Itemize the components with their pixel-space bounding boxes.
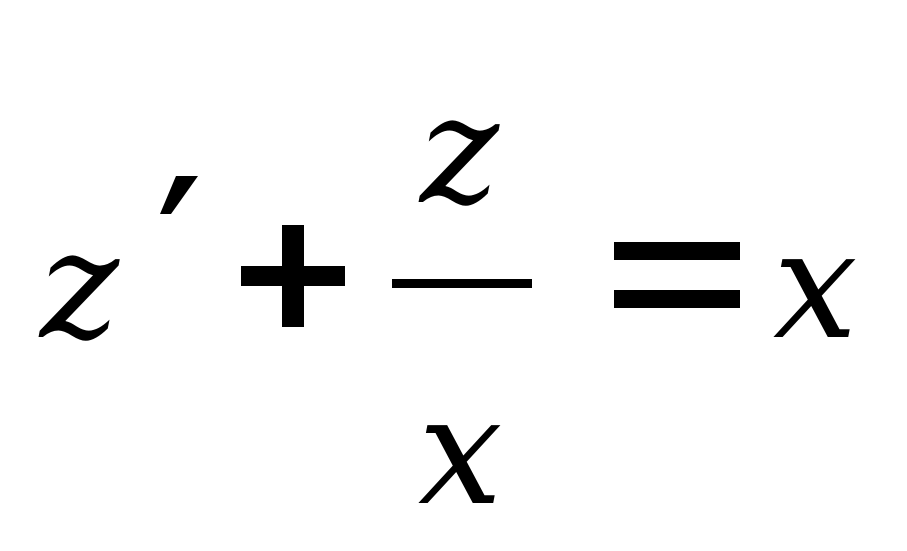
equals-sign — [614, 242, 740, 308]
fraction-numerator-z: z — [418, 64, 500, 238]
fraction-denominator-x: x — [418, 365, 503, 539]
fraction-bar — [392, 279, 532, 288]
plus-sign — [241, 225, 345, 327]
lhs-variable-z: z — [38, 199, 120, 373]
rhs-variable-x: x — [773, 199, 858, 373]
prime-mark — [160, 176, 198, 214]
